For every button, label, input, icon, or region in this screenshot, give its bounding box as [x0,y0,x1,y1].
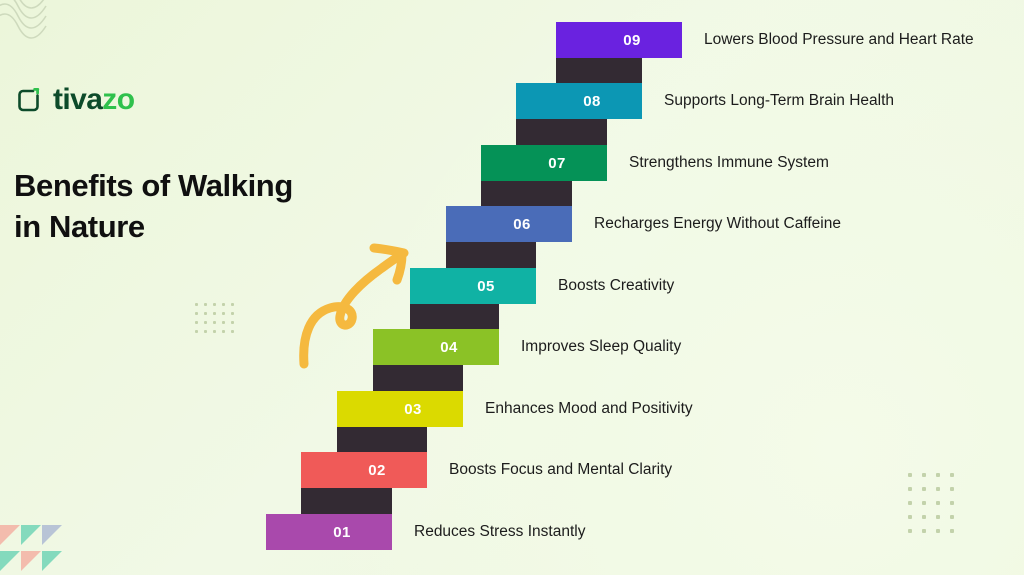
step-label: Recharges Energy Without Caffeine [594,215,841,232]
step-block-08[interactable]: 08 [516,83,642,119]
dot [908,515,912,519]
step-label: Improves Sleep Quality [521,338,682,355]
dot [195,321,198,324]
dot [213,312,216,315]
dot [936,487,940,491]
page-title-line-2: in Nature [14,208,145,244]
page-title: Benefits of Walking in Nature [14,166,404,248]
step-block-04[interactable]: 04 [373,329,499,365]
dot [922,529,926,533]
dot [922,473,926,477]
brand-name-accent: zo [102,83,135,116]
step-label: Strengthens Immune System [629,154,829,171]
step-block-07[interactable]: 07 [481,145,607,181]
step-block-06[interactable]: 06 [446,206,572,242]
step-riser [446,242,536,268]
dot-grid-right [903,468,959,538]
brand-name-primary: tiva [53,83,103,116]
dot [195,312,198,315]
step-label: Lowers Blood Pressure and Heart Rate [704,31,974,48]
step-riser [410,304,499,329]
dot [950,529,954,533]
step-block-03[interactable]: 03 [337,391,463,427]
step-label: Enhances Mood and Positivity [485,400,693,417]
step-number: 09 [623,31,641,49]
brand-logo: tivazo [14,79,135,121]
step-block-02[interactable]: 02 [301,452,427,488]
step-number: 02 [368,461,386,479]
step-label: Boosts Focus and Mental Clarity [449,461,673,478]
dot [195,303,198,306]
bracket-square-icon [18,88,40,112]
step-riser [556,58,642,83]
step-block-09[interactable]: 09 [556,22,682,58]
step-label: Supports Long-Term Brain Health [664,92,895,109]
dot [936,473,940,477]
step-number: 01 [333,523,351,541]
dot [922,487,926,491]
step-label: Reduces Stress Instantly [414,523,586,540]
dot [231,312,234,315]
dot [213,330,216,333]
dot [950,473,954,477]
wavy-lines-icon [0,0,47,39]
dot [213,321,216,324]
dot [908,487,912,491]
triangle-grid-icon [0,525,62,571]
dot [204,321,207,324]
curved-arrow-icon [299,243,409,369]
dot [908,501,912,505]
dot [222,321,225,324]
dot [908,529,912,533]
dot [222,303,225,306]
step-riser [301,488,392,514]
step-number: 03 [404,400,422,418]
dot [950,487,954,491]
dot [950,501,954,505]
dot [213,303,216,306]
dot [204,303,207,306]
dot [922,501,926,505]
step-block-05[interactable]: 05 [410,268,536,304]
step-block-01[interactable]: 01 [266,514,392,550]
dot [936,529,940,533]
step-number: 08 [583,92,601,110]
brand-wordmark: tivazo [53,83,135,116]
step-riser [516,119,607,145]
step-number: 07 [548,154,566,172]
dot [195,330,198,333]
dot [204,330,207,333]
step-label: Boosts Creativity [558,277,675,294]
step-riser [337,427,427,452]
dot [231,303,234,306]
dot [231,330,234,333]
dot [222,330,225,333]
dot [922,515,926,519]
dot [936,515,940,519]
dot [231,321,234,324]
dot-grid-left [192,300,237,336]
dot [936,501,940,505]
dot [222,312,225,315]
step-number: 05 [477,277,495,295]
step-riser [481,181,572,206]
dot [908,473,912,477]
dot [204,312,207,315]
page-title-line-1: Benefits of Walking [14,168,293,203]
step-riser [373,365,463,391]
step-number: 06 [513,215,531,233]
step-number: 04 [440,338,458,356]
dot [950,515,954,519]
